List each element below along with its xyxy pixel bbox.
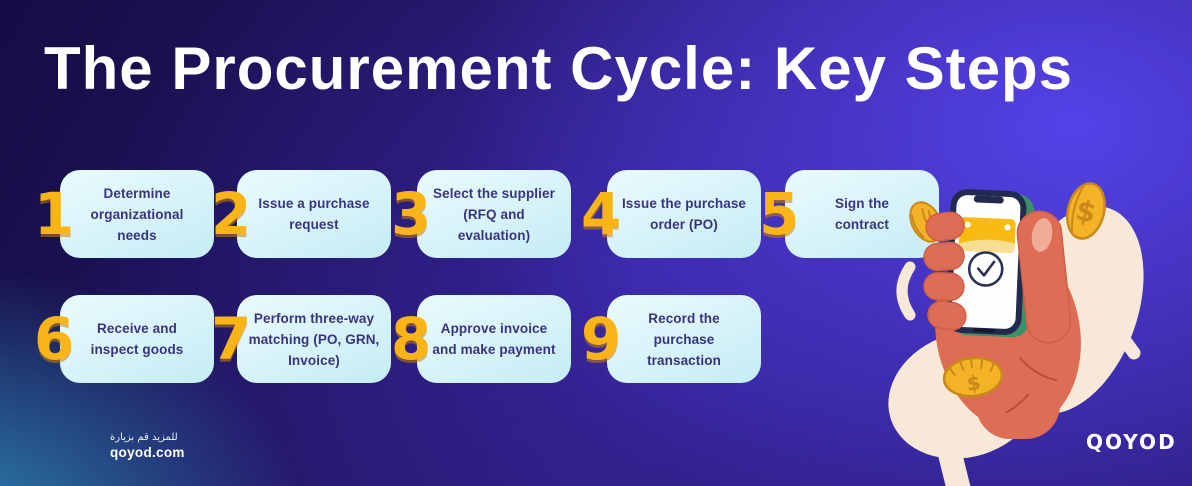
qoyod-logo: QOYOD — [1086, 430, 1177, 454]
accent-arc — [896, 261, 916, 321]
dollar-coin-icon: $ — [942, 356, 1004, 398]
phone-notch — [973, 195, 1004, 204]
step-label: Issue a purchase request — [237, 170, 391, 258]
credit-card-icon — [958, 216, 1016, 254]
footer-website: qoyod.com — [110, 445, 185, 460]
step-label: Approve invoice and make payment — [417, 295, 571, 383]
step-number: 7 — [211, 305, 252, 373]
step-card-9: 9 Record the purchase transaction — [581, 295, 763, 383]
step-number: 4 — [581, 180, 622, 248]
step-label: Sign the contract — [785, 170, 939, 258]
step-label: Select the supplier (RFQ and evaluation) — [417, 170, 571, 258]
step-label: Issue the purchase order (PO) — [607, 170, 761, 258]
step-card-3: 3 Select the supplier (RFQ and evaluatio… — [391, 170, 573, 258]
step-number: 8 — [391, 305, 432, 373]
step-number: 1 — [34, 180, 75, 248]
svg-text:$: $ — [1072, 193, 1099, 230]
step-number: 2 — [211, 180, 252, 248]
page-title: The Procurement Cycle: Key Steps — [44, 35, 1074, 102]
hand-thumb — [1016, 210, 1072, 344]
step-card-7: 7 Perform three-way matching (PO, GRN, I… — [211, 295, 393, 383]
footer-visit-text: للمزيد قم بزيارة — [110, 432, 178, 443]
smartphone-icon — [945, 189, 1035, 338]
step-label: Determine organizational needs — [60, 170, 214, 258]
step-card-6: 6 Receive and inspect goods — [34, 295, 216, 383]
step-label: Record the purchase transaction — [607, 295, 761, 383]
dollar-coin-icon: $ — [1066, 182, 1106, 240]
hand — [935, 235, 1081, 439]
svg-text:$: $ — [965, 370, 981, 395]
cream-blob — [888, 331, 1042, 459]
step-number: 3 — [391, 180, 432, 248]
step-label: Perform three-way matching (PO, GRN, Inv… — [237, 295, 391, 383]
step-card-5: 5 Sign the contract — [759, 170, 941, 258]
accent-stroke — [1101, 310, 1141, 360]
accent-finger — [936, 435, 972, 486]
phone-speaker — [973, 328, 996, 333]
step-number: 5 — [759, 180, 800, 248]
step-card-2: 2 Issue a purchase request — [211, 170, 393, 258]
step-number: 9 — [581, 305, 622, 373]
checkmark-circle-icon — [967, 251, 1004, 287]
hand-lines — [1006, 357, 1057, 413]
step-card-8: 8 Approve invoice and make payment — [391, 295, 573, 383]
step-label: Receive and inspect goods — [60, 295, 214, 383]
step-card-4: 4 Issue the purchase order (PO) — [581, 170, 763, 258]
cream-blob — [1002, 206, 1144, 414]
step-card-1: 1 Determine organizational needs — [34, 170, 216, 258]
step-number: 6 — [34, 305, 75, 373]
